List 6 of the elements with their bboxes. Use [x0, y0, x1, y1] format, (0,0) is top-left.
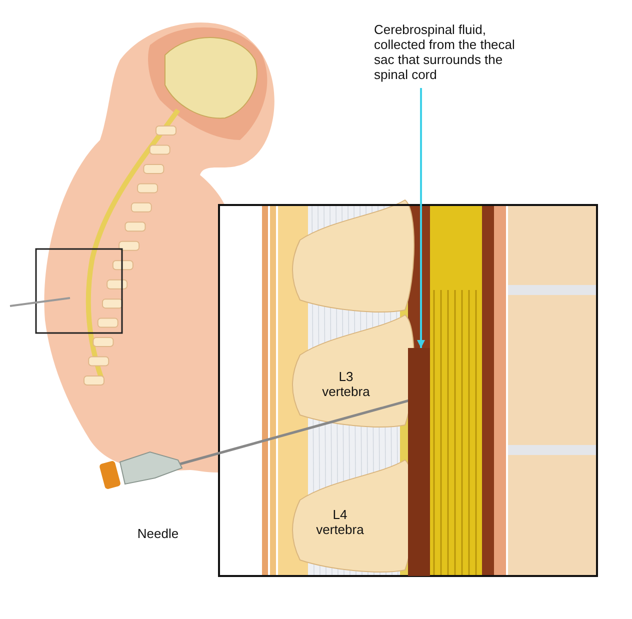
thecal-sac: [408, 348, 430, 576]
callout-text: Cerebrospinal fluid, collected from the thecal sac that surrounds the spinal cord: [374, 22, 516, 82]
part-label: Needle: [136, 526, 180, 541]
leader-arrow: [417, 88, 425, 348]
vertebra-label: L3 vertebra: [321, 369, 371, 399]
vertebra-label: L4 vertebra: [315, 507, 365, 537]
